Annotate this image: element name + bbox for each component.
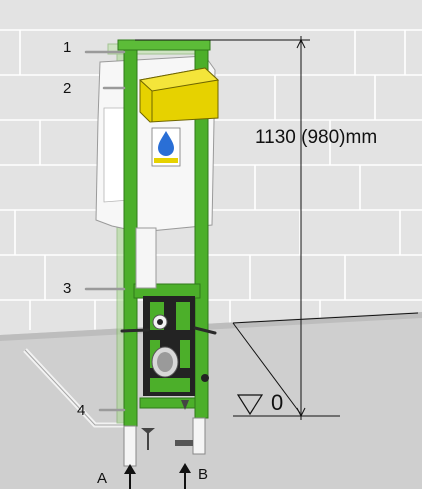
fixing-point-4-label: 4 xyxy=(77,402,86,419)
threaded-rods xyxy=(120,326,217,335)
connection-a-label: A xyxy=(97,470,108,487)
floor-front-edge xyxy=(0,312,422,341)
eco-sticker xyxy=(151,127,181,167)
fixing-point-2-label: 2 xyxy=(63,80,72,97)
wall-anchors xyxy=(84,50,126,412)
fixing-point-3-label: 3 xyxy=(63,280,72,297)
height-dimension-label: 1130 (980)mm xyxy=(255,127,378,148)
floor xyxy=(0,312,422,489)
wc-mounting-bracket xyxy=(143,296,209,396)
floor-level-label: 0 xyxy=(271,390,284,415)
connection-arrows xyxy=(124,463,191,489)
drain-pipe xyxy=(135,227,157,289)
fixing-point-1-label: 1 xyxy=(63,39,72,56)
dimension-lines xyxy=(135,36,419,420)
floor-level-symbol xyxy=(236,394,264,416)
flush-button-box xyxy=(138,67,220,123)
frame-feet xyxy=(123,400,206,467)
connection-b-label: B xyxy=(198,466,209,483)
